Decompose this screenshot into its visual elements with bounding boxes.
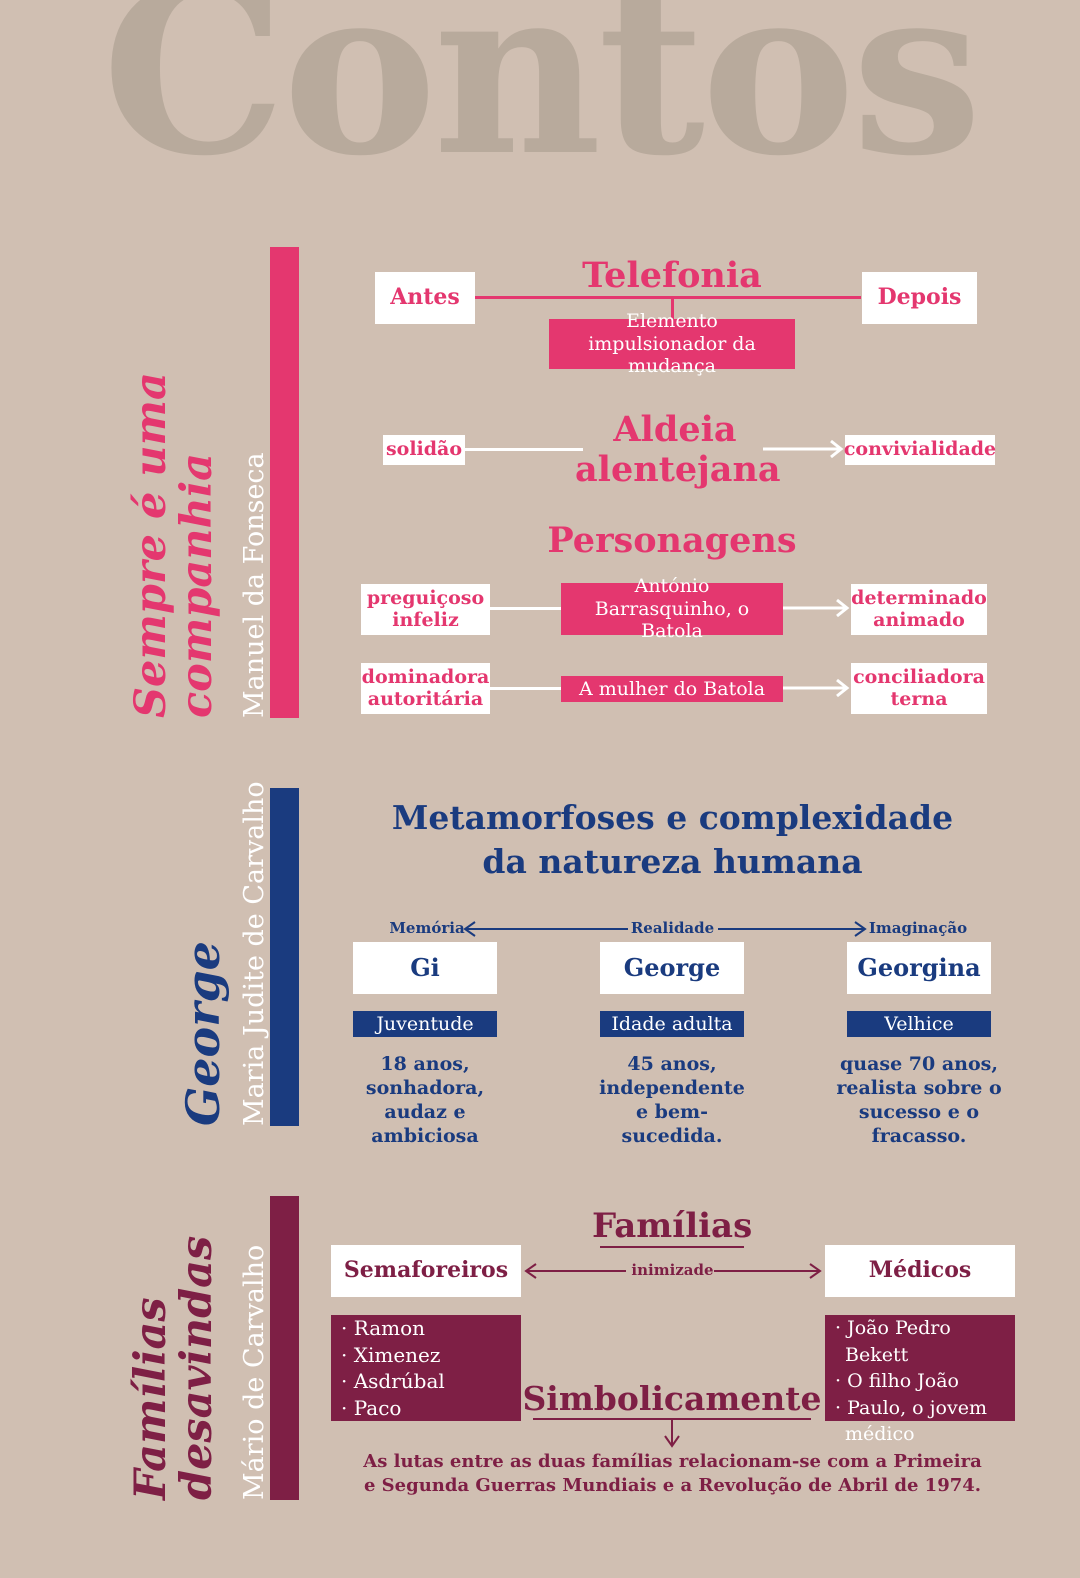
mulher-after-box: conciliadora terna [851, 663, 987, 714]
simbolicamente-underline [533, 1418, 811, 1420]
depois-box: Depois [862, 272, 977, 324]
semaforeiros-list: Ramon Ximenez Asdrúbal Paco [335, 1315, 517, 1421]
familias-underline [600, 1246, 744, 1248]
batola-box: António Barrasquinho, o Batola [561, 575, 783, 642]
list-item: O filho João [829, 1368, 1011, 1395]
stage-name-box: Georgina [847, 942, 991, 994]
conclusion-text: As lutas entre as duas famílias relacion… [340, 1450, 1005, 1498]
stage-phase-box: Velhice [847, 1011, 991, 1037]
realidade-label: Realidade [630, 919, 715, 937]
mulher-before-line [490, 687, 561, 690]
page-title-watermark: Contos [101, 0, 983, 207]
section2-bar [270, 788, 299, 1126]
section1-title: Sempre é uma companhia [126, 372, 222, 718]
section1-bar [270, 247, 299, 718]
section3-author: Mário de Carvalho [239, 1244, 270, 1500]
batola-after-box: determinado animado [851, 584, 987, 635]
stage-name-box: George [600, 942, 744, 994]
medicos-box: Médicos [825, 1245, 1015, 1297]
section1-author: Manuel da Fonseca [239, 452, 270, 718]
semaforeiros-members: Ramon Ximenez Asdrúbal Paco [331, 1315, 521, 1421]
stage-name-box: Gi [353, 942, 497, 994]
stage-description: 45 anos, independente e bem-sucedida. [599, 1053, 745, 1147]
section2-heading: Metamorfoses e complexidade da natureza … [330, 796, 1015, 884]
mulher-arrow [783, 678, 850, 698]
stage-description: 18 anos, sonhadora, audaz e ambiciosa [365, 1053, 485, 1147]
semaforeiros-box: Semaforeiros [331, 1245, 521, 1297]
solidao-box: solidão [383, 435, 465, 465]
telefonia-line [473, 296, 861, 299]
telefonia-heading: Telefonia [562, 256, 782, 296]
list-item: João Pedro Bekett [829, 1315, 1011, 1368]
convivialidade-box: convivialidade [844, 435, 996, 465]
section2-heading-line2: da natureza humana [482, 842, 863, 881]
stage-phase-box: Idade adulta [600, 1011, 744, 1037]
simbolicamente-heading: Simbolicamente [522, 1379, 822, 1418]
element-box: Elemento impulsionador da mudança [549, 310, 795, 377]
section3-bar [270, 1196, 299, 1500]
simbolicamente-arrow [664, 1420, 680, 1448]
inimizade-arrow [524, 1263, 822, 1279]
solidao-line [465, 448, 583, 451]
section2-title: George [176, 941, 230, 1126]
conclusion-line2: e Segunda Guerras Mundiais e a Revolução… [363, 1475, 982, 1496]
section2-heading-line1: Metamorfoses e complexidade [391, 798, 954, 837]
batola-before-line [490, 607, 561, 610]
section2-author: Maria Judite de Carvalho [239, 781, 270, 1126]
list-item: Asdrúbal [335, 1368, 517, 1395]
list-item: Ramon [335, 1315, 517, 1342]
time-axis [463, 921, 867, 937]
memoria-label: Memória [389, 919, 465, 937]
aldeia-arrow [763, 439, 844, 459]
medicos-members: João Pedro Bekett O filho João Paulo, o … [825, 1315, 1015, 1445]
batola-before-box: preguiçoso infeliz [361, 584, 490, 635]
batola-arrow [783, 598, 850, 618]
section3-title: Famílias desavindas [126, 1235, 222, 1500]
familias-heading: Famílias [592, 1206, 753, 1246]
aldeia-heading: Aldeia alentejana [575, 409, 781, 490]
inimizade-label: inimizade [631, 1261, 714, 1279]
medicos-list: João Pedro Bekett O filho João Paulo, o … [829, 1315, 1011, 1448]
imaginacao-label: Imaginação [868, 919, 968, 937]
list-item: Paco [335, 1395, 517, 1422]
personagens-heading: Personagens [547, 520, 797, 561]
mulher-box: A mulher do Batola [561, 676, 783, 702]
stage-description: quase 70 anos, realista sobre o sucesso … [836, 1053, 1002, 1147]
list-item: Paulo, o jovem médico [829, 1395, 1011, 1448]
mulher-before-box: dominadora autoritária [361, 663, 490, 714]
stage-phase-box: Juventude [353, 1011, 497, 1037]
list-item: Ximenez [335, 1342, 517, 1369]
antes-box: Antes [375, 272, 475, 324]
conclusion-line1: As lutas entre as duas famílias relacion… [363, 1451, 982, 1472]
telefonia-stem [671, 296, 674, 320]
